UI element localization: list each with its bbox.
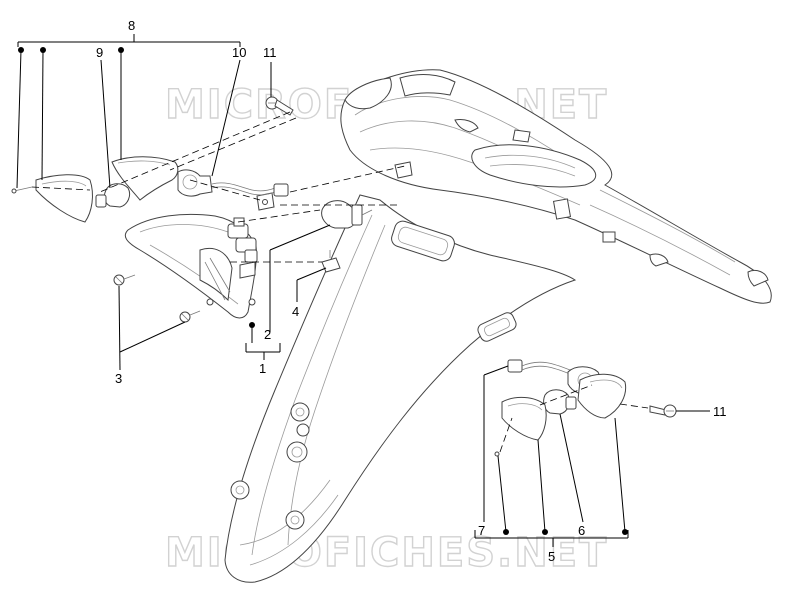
callout-3: 3	[115, 371, 122, 386]
callout-11-right: 11	[713, 404, 727, 419]
left-indicator-assembly	[11, 156, 289, 223]
callout-numbers: 8 9 10 11 2 1 3 4 7 6 5 11	[96, 18, 727, 564]
callout-11-top: 11	[263, 45, 277, 60]
assembly-lines	[31, 111, 649, 453]
screw-3a	[113, 274, 136, 286]
callout-leaders	[16, 34, 710, 547]
callout-5: 5	[548, 549, 555, 564]
callout-9: 9	[96, 45, 103, 60]
callout-6: 6	[578, 523, 585, 538]
callout-8: 8	[128, 18, 135, 33]
callout-7: 7	[478, 523, 485, 538]
callout-1: 1	[259, 361, 266, 376]
callout-4: 4	[292, 304, 299, 319]
bracket-part	[256, 192, 275, 211]
tail-light-bulb	[321, 200, 373, 229]
tail-light-assembly	[124, 213, 258, 319]
callout-2: 2	[264, 327, 271, 342]
rear-mudguard	[224, 194, 577, 583]
screw-11-top	[265, 96, 294, 116]
right-indicator-assembly	[494, 359, 627, 457]
screw-3b	[179, 310, 201, 323]
callout-10: 10	[232, 45, 246, 60]
tail-section	[340, 69, 772, 304]
screw-11-right	[649, 404, 677, 418]
